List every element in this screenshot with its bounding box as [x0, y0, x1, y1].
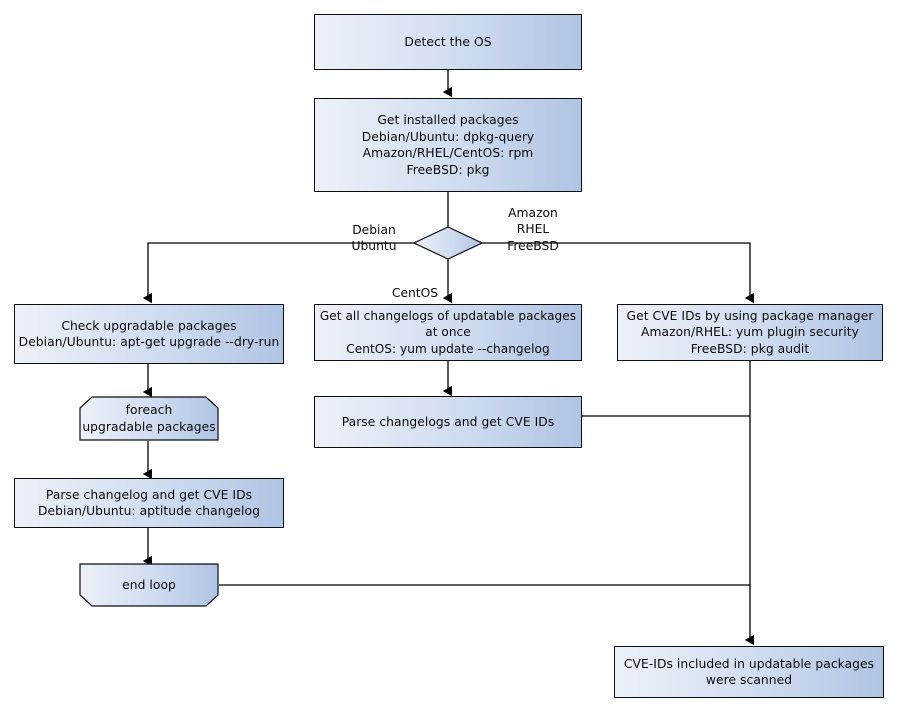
node-parse-changelogs-cve-ids-label: Parse changelogs and get CVE IDs [341, 414, 555, 429]
edge-label-centos-text: CentOS [391, 285, 439, 300]
node-foreach-loop-start-label: foreach upgradable packages [82, 403, 216, 434]
edge-decision-to-check-upgradable [148, 242, 424, 298]
node-scan-complete-label: CVE-IDs included in updatable packages w… [623, 656, 875, 688]
node-detect-os[interactable]: Detect the OS [314, 14, 582, 70]
loop-start-shape-icon [79, 396, 219, 441]
node-os-decision[interactable] [413, 226, 483, 260]
node-get-all-changelogs-label: Get all changelogs of updatable packages… [319, 308, 577, 356]
edge-label-debian-ubuntu: Debian Ubuntu [338, 205, 410, 255]
node-check-upgradable-packages[interactable]: Check upgradable packages Debian/Ubuntu:… [14, 304, 284, 364]
edge-label-amazon-rhel-freebsd: Amazon RHEL FreeBSD [492, 188, 574, 254]
node-parse-changelog-cve-ids[interactable]: Parse changelog and get CVE IDs Debian/U… [14, 478, 284, 528]
node-get-cve-ids-package-manager-label: Get CVE IDs by using package manager Ama… [626, 308, 874, 356]
edge-label-amazon-rhel-freebsd-text: Amazon RHEL FreeBSD [507, 205, 559, 253]
node-end-loop-label: end loop [122, 577, 176, 592]
node-parse-changelogs-cve-ids[interactable]: Parse changelogs and get CVE IDs [314, 396, 582, 448]
node-end-loop[interactable]: end loop [79, 563, 219, 607]
node-check-upgradable-packages-label: Check upgradable packages Debian/Ubuntu:… [18, 318, 280, 350]
edge-decision-to-get-cve-ids [472, 242, 750, 298]
node-detect-os-label: Detect the OS [404, 34, 492, 49]
node-scan-complete[interactable]: CVE-IDs included in updatable packages w… [614, 646, 884, 698]
node-foreach-loop-start[interactable]: foreach upgradable packages [79, 396, 219, 441]
node-get-all-changelogs[interactable]: Get all changelogs of updatable packages… [314, 304, 582, 361]
edge-label-debian-ubuntu-text: Debian Ubuntu [351, 222, 397, 254]
node-parse-changelog-cve-ids-label: Parse changelog and get CVE IDs Debian/U… [38, 487, 260, 519]
loop-end-shape-icon [79, 563, 219, 607]
node-get-cve-ids-package-manager[interactable]: Get CVE IDs by using package manager Ama… [617, 304, 883, 361]
diamond-shape-icon [413, 226, 483, 260]
node-get-installed-packages[interactable]: Get installed packages Debian/Ubuntu: dp… [314, 98, 582, 192]
edge-label-centos: CentOS [389, 268, 441, 301]
node-get-installed-packages-label: Get installed packages Debian/Ubuntu: dp… [361, 113, 535, 177]
